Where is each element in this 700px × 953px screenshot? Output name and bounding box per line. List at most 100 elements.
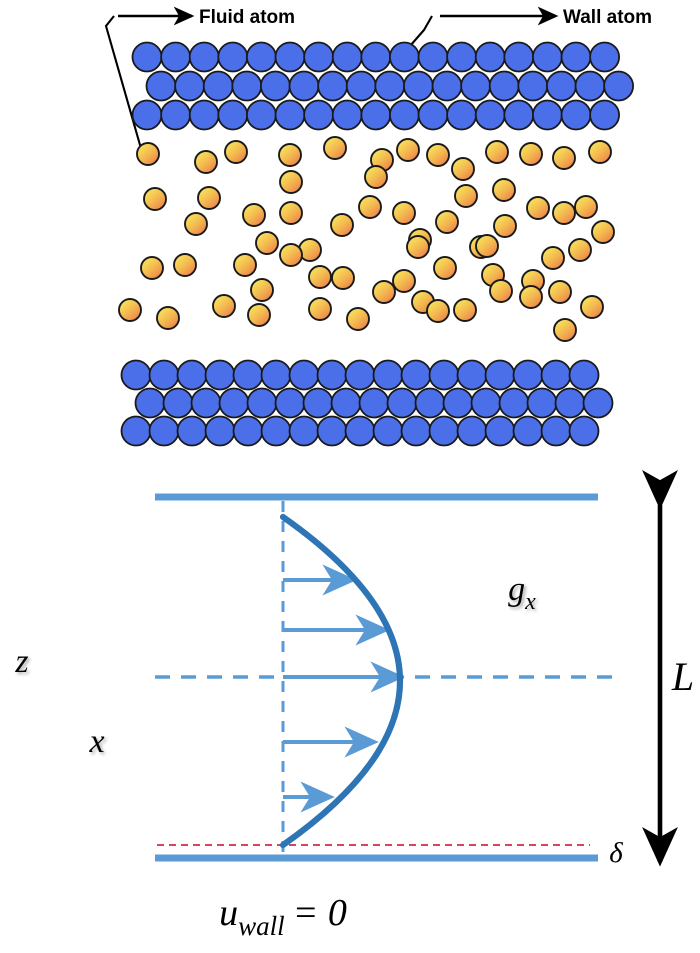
bottom-wall-atom	[288, 415, 320, 447]
top-wall-atom	[474, 41, 506, 73]
fluid-atom	[242, 203, 266, 227]
top-wall-atom	[388, 99, 420, 131]
fluid-atom	[358, 195, 382, 219]
fluid-atom	[279, 243, 303, 267]
top-wall-atom	[259, 70, 291, 102]
bottom-wall-atom	[176, 359, 208, 391]
bottom-wall-atom	[274, 387, 306, 419]
bottom-wall-atom	[372, 415, 404, 447]
top-wall-atom	[317, 70, 349, 102]
bottom-wall-atom	[512, 359, 544, 391]
top-wall-atom	[460, 70, 492, 102]
top-wall-atom	[360, 99, 392, 131]
bottom-wall-atom	[218, 387, 250, 419]
gravity-label: gx	[508, 571, 536, 615]
bottom-wall-atom	[260, 415, 292, 447]
top-wall-atom	[474, 99, 506, 131]
fluid-atom	[392, 201, 416, 225]
wall-atom-annotation: Wall atom	[409, 6, 652, 47]
fluid-atom	[519, 142, 543, 166]
bottom-wall-atom	[456, 415, 488, 447]
fluid-atom	[346, 307, 370, 331]
z-axis-label: z	[14, 643, 28, 680]
fluid-atom	[233, 253, 257, 277]
bottom-wall-atom	[190, 387, 222, 419]
bottom-wall-atom	[162, 387, 194, 419]
x-axis-label: x	[88, 723, 104, 760]
bottom-wall-atom	[246, 387, 278, 419]
fluid-atom	[279, 170, 303, 194]
fluid-atom	[453, 298, 477, 322]
bottom-wall-atom	[176, 415, 208, 447]
top-wall-atom	[417, 99, 449, 131]
top-wall-atom	[589, 41, 620, 73]
wall-atom-label: Wall atom	[563, 7, 652, 28]
fluid-atom	[140, 256, 164, 280]
bottom-wall-atom	[470, 387, 502, 419]
top-wall-atom	[303, 41, 335, 73]
bottom-wall-atom	[316, 359, 348, 391]
top-wall-atom	[131, 99, 163, 131]
bottom-wall-atom	[400, 359, 432, 391]
bottom-wall-atom	[554, 387, 586, 419]
fluid-atom	[588, 140, 612, 164]
top-wall-atom	[274, 99, 306, 131]
bottom-wall-atom	[582, 387, 614, 419]
top-wall-atom	[174, 70, 206, 102]
fluid-atom	[489, 279, 513, 303]
top-wall-atom	[488, 70, 520, 102]
fluid-atom	[406, 235, 430, 259]
top-wall-atom	[131, 41, 163, 73]
bottom-wall-atom-lattice	[120, 359, 614, 447]
bottom-wall-atom	[372, 359, 404, 391]
bottom-wall-atom	[428, 359, 460, 391]
fluid-atom	[580, 295, 604, 319]
top-wall-atom	[431, 70, 463, 102]
fluid-atom	[156, 306, 180, 330]
bottom-wall-atom	[526, 387, 558, 419]
parabolic-velocity-profile-curve	[279, 513, 403, 849]
bottom-wall-atom	[344, 415, 376, 447]
bottom-wall-atom	[120, 359, 152, 391]
bottom-wall-atom	[302, 387, 334, 419]
top-wall-atom	[388, 41, 420, 73]
bottom-wall-atom	[204, 415, 236, 447]
top-wall-atom	[503, 41, 535, 73]
fluid-atom	[323, 136, 347, 160]
top-wall-atom	[217, 99, 249, 131]
fluid-atom	[541, 246, 565, 270]
top-wall-atom	[417, 41, 449, 73]
fluid-atom	[136, 142, 160, 166]
fluid-atom	[548, 280, 572, 304]
top-wall-atom	[288, 70, 320, 102]
top-wall-atom	[546, 70, 577, 102]
fluid-atom	[194, 150, 218, 174]
bottom-wall-atom	[148, 415, 180, 447]
bottom-wall-atom	[540, 359, 572, 391]
bottom-wall-atom	[442, 387, 474, 419]
top-wall-atom	[360, 41, 392, 73]
bottom-wall-atom	[400, 415, 432, 447]
fluid-atom	[247, 303, 271, 327]
top-wall-atom	[303, 99, 335, 131]
fluid-atom	[591, 220, 615, 244]
fluid-atom	[426, 143, 450, 167]
top-wall-atom	[145, 70, 177, 102]
top-wall-atom	[446, 41, 478, 73]
fluid-atom	[372, 280, 396, 304]
top-wall-atom	[245, 41, 277, 73]
bottom-wall-atom	[512, 415, 544, 447]
fluid-atom	[197, 186, 221, 210]
top-wall-atom	[245, 99, 277, 131]
bottom-wall-atom	[232, 415, 264, 447]
bottom-wall-atom	[498, 387, 530, 419]
fluid-atom	[224, 140, 248, 164]
fluid-atom	[475, 234, 499, 258]
coordinate-axes: z x	[14, 610, 157, 760]
fluid-atom	[526, 196, 550, 220]
bottom-wall-atom	[148, 359, 180, 391]
fluid-atom	[330, 213, 354, 237]
fluid-atom	[331, 266, 355, 290]
